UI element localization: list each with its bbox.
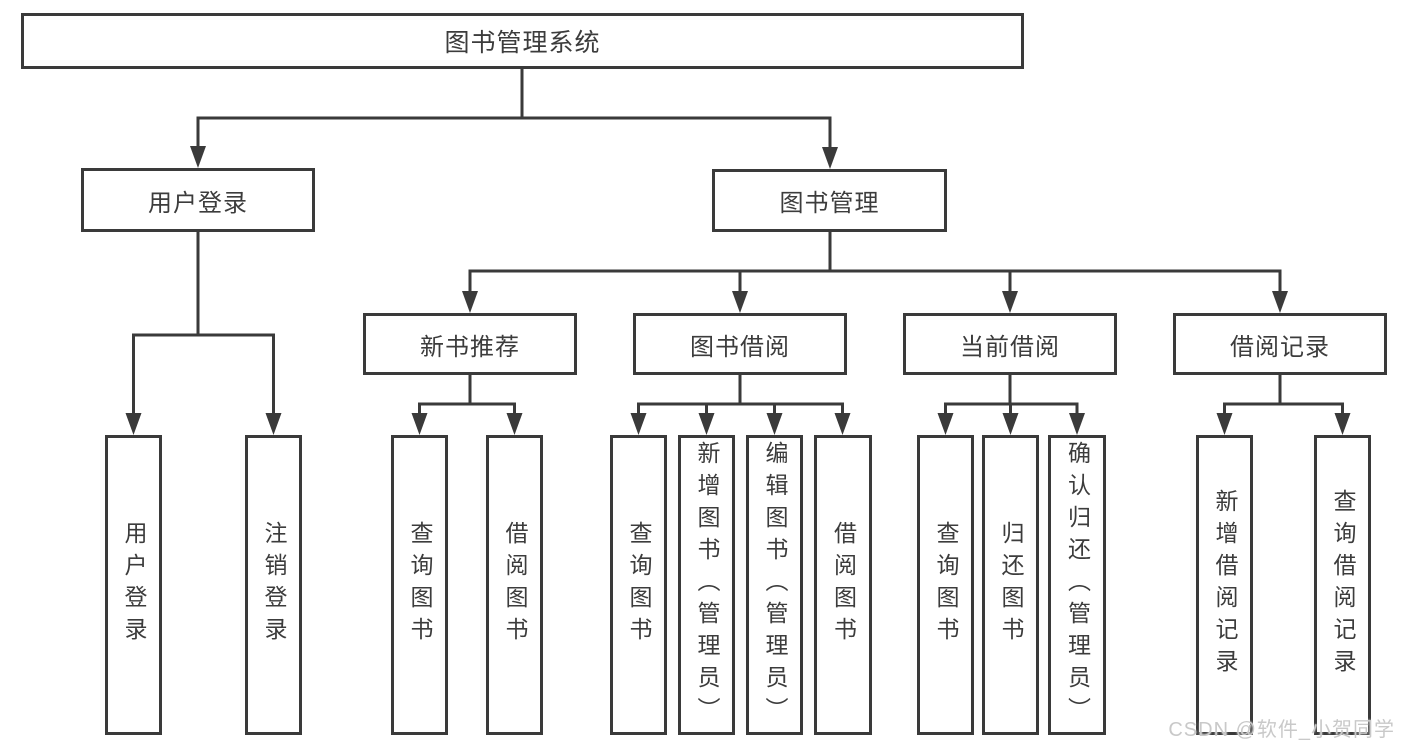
leaf-query-books-2-label: 查询图书 — [626, 521, 652, 649]
node-new-book-recommend: 新书推荐 — [363, 313, 577, 375]
leaf-return-book: 归还图书 — [982, 435, 1039, 735]
leaf-borrow-books-2-label: 借阅图书 — [830, 521, 857, 649]
node-root-label: 图书管理系统 — [444, 29, 601, 57]
leaf-add-borrow-record: 新增借阅记录 — [1196, 435, 1253, 735]
leaf-borrow-books-1: 借阅图书 — [486, 435, 543, 735]
leaf-borrow-books-2: 借阅图书 — [814, 435, 872, 735]
leaf-edit-book-admin: 编辑图书（管理员） — [746, 435, 803, 735]
node-book-borrow: 图书借阅 — [633, 313, 847, 375]
node-user-login-label: 用户登录 — [148, 189, 248, 217]
leaf-add-book-admin: 新增图书（管理员） — [678, 435, 735, 735]
leaf-query-books-1-label: 查询图书 — [407, 521, 433, 649]
leaf-return-book-label: 归还图书 — [998, 521, 1024, 649]
watermark-text: CSDN @软件_小贺同学 — [1168, 719, 1395, 741]
leaf-user-login: 用户登录 — [105, 435, 162, 735]
node-book-management: 图书管理 — [712, 169, 947, 232]
leaf-query-books-3-label: 查询图书 — [933, 521, 959, 649]
node-book-management-label: 图书管理 — [779, 190, 880, 217]
node-current-borrow: 当前借阅 — [903, 313, 1117, 375]
leaf-query-books-1: 查询图书 — [391, 435, 448, 735]
leaf-add-book-admin-label: 新增图书（管理员） — [694, 441, 720, 729]
leaf-query-borrow-record-label: 查询借阅记录 — [1330, 489, 1356, 681]
node-borrow-records: 借阅记录 — [1173, 313, 1387, 375]
leaf-user-login-label: 用户登录 — [121, 521, 147, 649]
leaf-confirm-return-admin-label: 确认归还（管理员） — [1064, 441, 1091, 729]
node-borrow-records-label: 借阅记录 — [1230, 333, 1330, 361]
leaf-borrow-books-1-label: 借阅图书 — [502, 521, 528, 649]
node-current-borrow-label: 当前借阅 — [960, 333, 1060, 361]
node-user-login: 用户登录 — [81, 168, 315, 232]
leaf-add-borrow-record-label: 新增借阅记录 — [1212, 489, 1238, 681]
leaf-query-books-2: 查询图书 — [610, 435, 667, 735]
leaf-logout-label: 注销登录 — [261, 521, 287, 649]
arrowheads — [125, 146, 1351, 435]
leaf-logout: 注销登录 — [245, 435, 302, 735]
leaf-query-borrow-record: 查询借阅记录 — [1314, 435, 1371, 735]
node-new-book-recommend-label: 新书推荐 — [420, 333, 520, 361]
node-root: 图书管理系统 — [21, 13, 1024, 69]
leaf-edit-book-admin-label: 编辑图书（管理员） — [762, 441, 788, 729]
node-book-borrow-label: 图书借阅 — [690, 333, 790, 361]
leaf-confirm-return-admin: 确认归还（管理员） — [1048, 435, 1106, 735]
leaf-query-books-3: 查询图书 — [917, 435, 974, 735]
